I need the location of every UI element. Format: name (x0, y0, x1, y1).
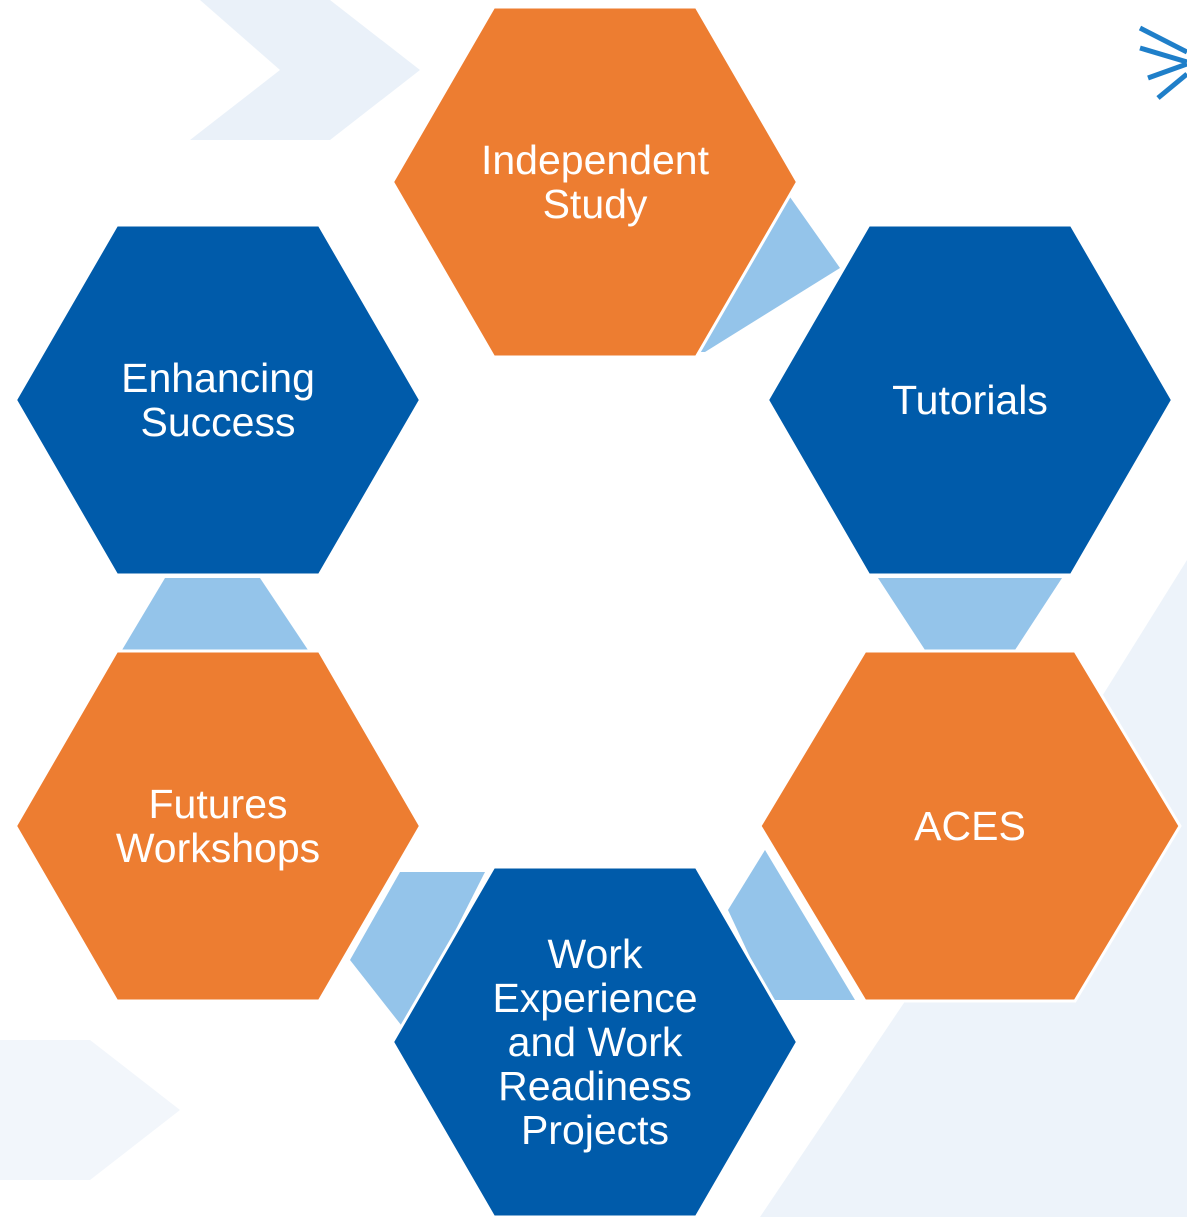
hexagon-aces: ACES (758, 649, 1182, 1003)
hexagon-label-independent-study: Independent (481, 137, 710, 183)
hexagon-shape-futures-workshops (13, 649, 423, 1003)
hexagon-label-tutorials: Tutorials (892, 377, 1048, 423)
background-chevron-top (190, 0, 420, 140)
hexagon-shape-aces (758, 649, 1182, 1003)
connector-futures-to-enhancing (122, 578, 308, 650)
hexagon-shape-enhancing-success (13, 223, 423, 577)
hexagon-shape-tutorials (765, 223, 1175, 577)
hexagon-shape-work-experience (390, 865, 800, 1217)
hexagon-label-work-experience: and Work (508, 1019, 683, 1065)
hexagon-label-enhancing-success: Success (141, 399, 296, 445)
logo-mark (1138, 25, 1187, 100)
hexagon-tutorials: Tutorials (765, 223, 1175, 577)
hexagon-label-independent-study: Study (543, 181, 648, 227)
hexagon-label-futures-workshops: Workshops (116, 825, 320, 871)
connectors-layer (122, 190, 1062, 1030)
hexagon-shape-independent-study (390, 5, 800, 359)
hexagon-label-futures-workshops: Futures (149, 781, 288, 827)
hexagon-label-aces: ACES (914, 803, 1026, 849)
hexagon-label-enhancing-success: Enhancing (121, 355, 315, 401)
hexagon-label-work-experience: Work (548, 931, 643, 977)
hexagon-label-work-experience: Readiness (498, 1063, 692, 1109)
connector-tutorials-to-aces (878, 578, 1062, 650)
background-band-right (760, 560, 1187, 1217)
connector-aces-to-work (728, 850, 855, 1000)
hexagon-label-work-experience: Projects (521, 1107, 669, 1153)
connector-work-to-futures (350, 872, 485, 1030)
hexagon-label-work-experience: Experience (492, 975, 697, 1021)
background-chevron-bottom-left (0, 1040, 180, 1180)
